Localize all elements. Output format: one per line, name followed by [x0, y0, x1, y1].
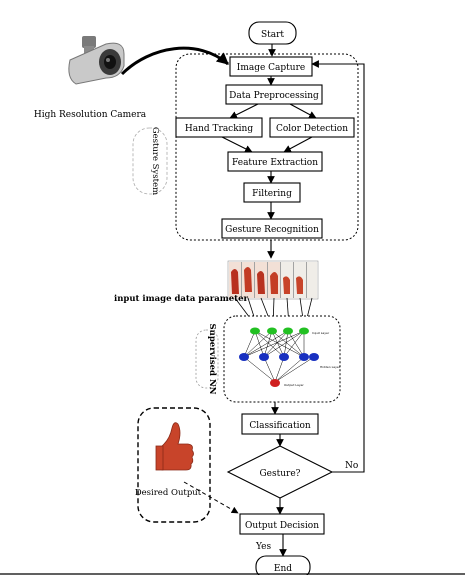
arrow-to-hand-tracking	[229, 103, 259, 119]
hand-tracking-label: Hand Tracking	[185, 124, 253, 134]
camera-label: High Resolution Camera	[34, 110, 147, 120]
thumbs-up-icon	[155, 422, 194, 471]
end-node	[255, 555, 311, 575]
color-detection-label: Color Detection	[276, 124, 348, 134]
output-decision-label: Output Decision	[245, 521, 319, 531]
nn-output-layer-label: Output Layer	[284, 383, 305, 387]
hand-image-strip	[227, 260, 319, 300]
supervised-nn-tag	[195, 329, 219, 389]
desired-output-arrow	[183, 481, 239, 514]
no-loop-arrow	[311, 60, 365, 473]
arrow-hand-to-feature	[221, 136, 253, 153]
gesture-recognition-node	[221, 218, 323, 239]
arrow-camera-capture	[120, 46, 229, 76]
hand-tracking-node	[175, 117, 263, 138]
output-decision-node	[239, 513, 325, 535]
gesture-decision-label: Gesture?	[259, 469, 300, 479]
yes-label: Yes	[255, 542, 271, 552]
no-label: No	[345, 461, 358, 471]
data-preprocessing-node	[225, 84, 323, 105]
gesture-recognition-label: Gesture Recognition	[225, 225, 319, 235]
gesture-system-label: Gesture System	[150, 127, 160, 195]
camera-icon	[68, 36, 125, 85]
gesture-system-tag	[132, 127, 168, 195]
filtering-node	[243, 182, 301, 203]
supervised-nn-label: Supervised NN	[207, 324, 217, 395]
feature-extraction-label: Feature Extraction	[232, 158, 318, 168]
gesture-system-group	[175, 53, 359, 241]
nn-output-node	[270, 379, 280, 387]
data-preprocessing-label: Data Preprocessing	[229, 91, 319, 101]
nn-input-layer-label: Input Layer	[312, 331, 330, 335]
arrow-color-to-feature	[283, 136, 313, 153]
classification-label: Classification	[249, 421, 311, 431]
nn-hidden-nodes	[239, 353, 319, 361]
nn-hidden-layer-label: Hidden Layer	[320, 365, 341, 369]
end-label: End	[274, 564, 292, 574]
feature-extraction-node	[227, 151, 323, 172]
desired-output-label: Desired Output	[135, 488, 202, 498]
image-capture-label: Image Capture	[237, 63, 305, 73]
nn-connections	[243, 330, 315, 383]
arrow-to-color-detection	[289, 103, 317, 119]
nn-input-nodes	[250, 327, 309, 335]
filtering-label: Filtering	[252, 189, 292, 199]
input-param-label: input image data parameter	[114, 294, 248, 304]
start-label: Start	[261, 30, 284, 40]
